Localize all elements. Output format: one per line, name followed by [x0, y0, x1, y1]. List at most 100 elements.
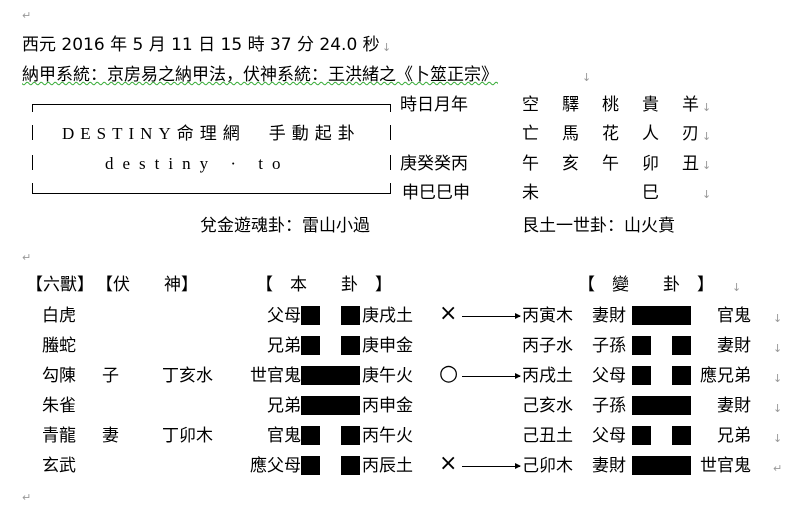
beast: 朱雀: [42, 396, 76, 416]
shensha-name: 驛: [562, 95, 579, 115]
bian-yin-line: [672, 366, 691, 385]
bian-relation: 子孫: [592, 396, 626, 416]
line-break-mark: ↓: [773, 402, 783, 415]
beast: 白虎: [42, 306, 76, 326]
paragraph-mark: ↵: [773, 462, 783, 475]
shensha-branch: 午: [602, 154, 619, 174]
ben-yin-line: [341, 426, 360, 445]
fushen-relation: 子: [102, 366, 119, 386]
pillars-label: 時日月年: [400, 95, 468, 115]
beast: 玄武: [42, 456, 76, 476]
bian-gua-name: 艮土一世卦：山火賁: [522, 216, 675, 236]
ben-yin-line: [301, 306, 320, 325]
bian-yang-line: [632, 396, 691, 415]
bian-ganzhi: 丙子水: [522, 336, 573, 356]
cross-moving-icon: ×: [439, 451, 458, 476]
bian-right-relation: 妻財: [717, 396, 751, 416]
ben-relation: 官鬼: [267, 426, 301, 446]
bian-yin-line: [632, 336, 651, 355]
ben-relation: 兄弟: [267, 336, 301, 356]
paragraph-mark: ↵: [22, 9, 32, 22]
header-ben: 【 本 卦 】: [256, 275, 392, 295]
line-break-mark: ↓: [773, 432, 783, 445]
cross-moving-icon: ×: [439, 301, 458, 326]
line-break-mark: ↓: [702, 130, 712, 143]
bian-yin-line: [632, 426, 651, 445]
paragraph-mark: ↵: [22, 251, 32, 264]
ben-ganzhi: 丙午火: [362, 426, 413, 446]
bian-right-relation: 妻財: [717, 336, 751, 356]
bian-ganzhi: 己卯木: [522, 456, 573, 476]
ben-ganzhi: 庚午火: [362, 366, 413, 386]
ben-relation: 兄弟: [267, 396, 301, 416]
ben-yin-line: [301, 456, 320, 475]
shensha-name: 刃: [682, 124, 699, 144]
shensha-name: 羊: [682, 95, 699, 115]
bian-yin-line: [672, 426, 691, 445]
shensha-name: 花: [602, 124, 619, 144]
ben-relation: 父母: [267, 306, 301, 326]
shensha-branch: 巳: [642, 183, 659, 203]
beast: 青龍: [42, 426, 76, 446]
banner-site: destiny · to: [105, 154, 290, 173]
bian-yang-line: [632, 456, 691, 475]
ben-ganzhi: 庚申金: [362, 336, 413, 356]
arrow-icon: [462, 373, 521, 379]
shensha-name: 亡: [522, 124, 539, 144]
bian-right-relation: 世官鬼: [700, 456, 751, 476]
bian-right-relation: 兄弟: [717, 426, 751, 446]
bian-yang-line: [632, 306, 691, 325]
shensha-name: 桃: [602, 95, 619, 115]
line-break-mark: ↓: [773, 342, 783, 355]
arrow-icon: [462, 463, 521, 469]
bian-right-relation: 官鬼: [717, 306, 751, 326]
ben-yin-line: [341, 456, 360, 475]
ben-yin-line: [341, 336, 360, 355]
ben-yin-line: [301, 426, 320, 445]
circle-moving-icon: ○: [439, 361, 459, 386]
line-break-mark: ↓: [382, 41, 392, 54]
ben-ganzhi: 庚戌土: [362, 306, 413, 326]
fushen-ganzhi: 丁卯木: [162, 426, 213, 446]
line-break-mark: ↓: [773, 372, 783, 385]
pillars-stems: 庚癸癸丙: [400, 154, 468, 174]
bian-relation: 妻財: [592, 306, 626, 326]
paragraph-mark: ↵: [22, 491, 32, 504]
bian-ganzhi: 丙寅木: [522, 306, 573, 326]
pillars-branches: 申巳巳申: [402, 183, 470, 203]
arrow-icon: [462, 313, 521, 319]
ben-ganzhi: 丙辰土: [362, 456, 413, 476]
shensha-branch: 丑: [682, 154, 699, 174]
bian-right-relation: 應兄弟: [700, 366, 751, 386]
bian-ganzhi: 己亥水: [522, 396, 573, 416]
ben-yang-line: [301, 396, 360, 415]
ben-yang-line: [301, 366, 360, 385]
line-break-mark: ↓: [732, 281, 742, 294]
shensha-branch: 未: [522, 183, 539, 203]
system-line: 納甲系統：京房易之納甲法，伏神系統：王洪緒之《卜筮正宗》: [22, 65, 498, 85]
shensha-branch: 亥: [562, 154, 579, 174]
ben-yin-line: [341, 306, 360, 325]
bian-relation: 子孫: [592, 336, 626, 356]
ben-relation: 世官鬼: [250, 366, 301, 386]
line-break-mark: ↓: [702, 188, 712, 201]
shensha-name: 空: [522, 95, 539, 115]
bian-relation: 父母: [592, 366, 626, 386]
ben-yin-line: [301, 336, 320, 355]
line-break-mark: ↓: [702, 159, 712, 172]
date-line: 西元 2016 年 5 月 11 日 15 時 37 分 24.0 秒: [22, 35, 380, 55]
line-break-mark: ↓: [582, 71, 592, 84]
beast: 勾陳: [42, 366, 76, 386]
bian-relation: 妻財: [592, 456, 626, 476]
shensha-name: 貴: [642, 95, 659, 115]
line-break-mark: ↓: [773, 312, 783, 325]
bian-ganzhi: 丙戌土: [522, 366, 573, 386]
header-bian: 【 變 卦 】: [578, 275, 714, 295]
bian-relation: 父母: [592, 426, 626, 446]
header-fushen: 【伏 神】: [96, 275, 198, 295]
shensha-branch: 卯: [642, 154, 659, 174]
fushen-relation: 妻: [102, 426, 119, 446]
line-break-mark: ↓: [702, 101, 712, 114]
header-liushou: 【六獸】: [26, 275, 94, 295]
